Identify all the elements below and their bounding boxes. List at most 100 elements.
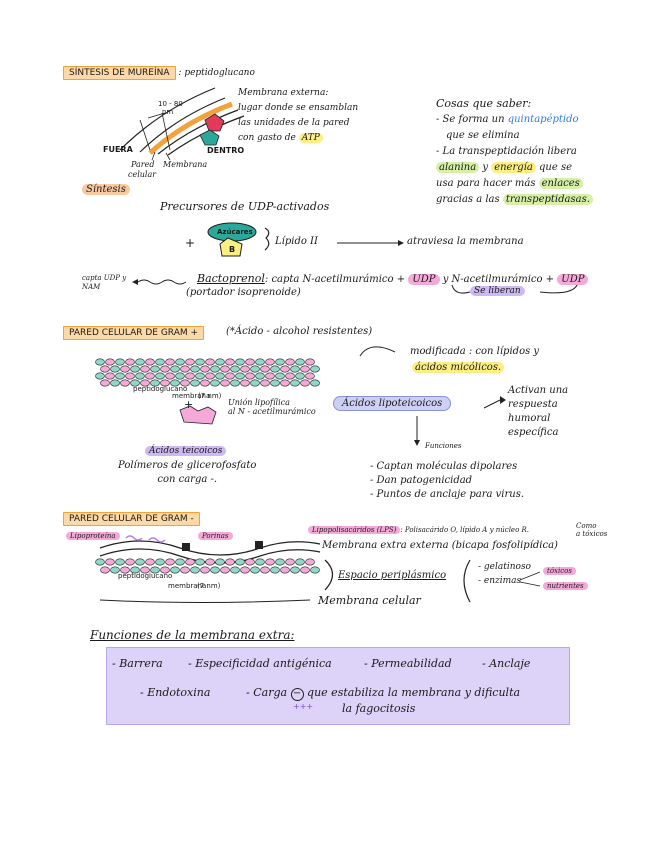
celular-label: celular — [128, 170, 157, 179]
acido-alcohol-label: (*Ácido - alcohol resistentes) — [226, 326, 373, 337]
bead-mark — [220, 566, 230, 574]
acidos-micolicos-label: ácidos micólicos. — [412, 362, 505, 373]
bead-mark — [120, 566, 130, 574]
bead-mark — [220, 365, 230, 373]
dentro-label: DENTRO — [207, 146, 245, 155]
bead-mark — [205, 358, 215, 366]
func-anclaje: - Anclaje — [482, 657, 531, 670]
bead-mark — [205, 372, 215, 380]
fuera-label: FUERA — [103, 145, 133, 154]
bead-mark — [235, 358, 245, 366]
enzimas-label: - enzimas — [478, 576, 522, 586]
bead-mark — [155, 358, 165, 366]
gp-peptido-small: peptidoglucano — [133, 385, 188, 393]
teal-pentagon-icon — [199, 129, 220, 146]
bead-mark — [195, 358, 205, 366]
bead-mark — [280, 379, 290, 387]
bead-mark — [200, 379, 210, 387]
bead-mark — [175, 372, 185, 380]
toxicos-label: tóxicos — [543, 567, 576, 575]
bead-mark — [210, 379, 220, 387]
bead-mark — [135, 358, 145, 366]
bead-mark — [140, 379, 150, 387]
bead-mark — [105, 558, 115, 566]
bead-mark — [125, 372, 135, 380]
bead-mark — [270, 379, 280, 387]
bead-mark — [250, 365, 260, 373]
gram-pos-heading: PARED CELULAR DE GRAM + — [63, 326, 205, 340]
func-endotoxina: - Endotoxina — [140, 686, 211, 699]
plus-sign: + — [185, 236, 196, 250]
bead-mark — [300, 365, 310, 373]
bead-mark — [235, 558, 245, 566]
funcion-item: - Puntos de anclaje para virus. — [370, 489, 525, 500]
bead-mark — [255, 358, 265, 366]
bead-mark — [95, 558, 105, 566]
bead-mark — [245, 372, 255, 380]
bead-mark — [245, 358, 255, 366]
bead-mark — [125, 558, 135, 566]
bead-mark — [225, 358, 235, 366]
funcion-item: - Captan moléculas dipolares — [370, 461, 518, 472]
bead-mark — [115, 372, 125, 380]
funciones-list: - Captan moléculas dipolares - Dan patog… — [370, 460, 524, 502]
gn-membrana-small: membrana — [168, 582, 207, 590]
bead-mark — [170, 379, 180, 387]
bead-mark — [150, 365, 160, 373]
funciones-small: Funciones — [425, 442, 462, 450]
espacio-label: Espacio periplásmico — [338, 570, 447, 581]
bead-mark — [155, 558, 165, 566]
bead-mark — [220, 379, 230, 387]
se-liberan-label: Se liberan — [470, 286, 525, 296]
cosas-title: Cosas que saber: — [436, 97, 532, 110]
bead-mark — [215, 558, 225, 566]
bead-mark — [140, 365, 150, 373]
bead-mark — [145, 558, 155, 566]
bead-mark — [160, 566, 170, 574]
bead-mark — [290, 365, 300, 373]
portador-label: (portador isoprenoide) — [186, 287, 301, 298]
porinas-label: Porinas — [198, 532, 233, 540]
func-especificidad: - Especificidad antigénica — [188, 657, 332, 670]
murein-heading: SÍNTESIS DE MUREÍNA — [63, 66, 176, 80]
bead-mark — [115, 558, 125, 566]
bead-mark — [100, 379, 110, 387]
bead-mark — [145, 372, 155, 380]
bead-mark — [180, 566, 190, 574]
bead-mark — [180, 379, 190, 387]
unit-label: nm — [162, 108, 174, 116]
bead-mark — [290, 379, 300, 387]
lipoproteina-label: Lipoproteína — [66, 532, 120, 540]
b-label: B — [229, 245, 236, 254]
como-toxicos: Como a tóxicos — [576, 522, 608, 538]
teicoicos-label: Ácidos teicoicos — [145, 446, 227, 456]
modificada-label: modificada : con lípidos y — [410, 346, 540, 357]
bead-mark — [130, 566, 140, 574]
bead-mark — [110, 365, 120, 373]
bead-mark — [210, 365, 220, 373]
membrana-externa-label: Membrana extra externa (bicapa fosfolipí… — [322, 540, 558, 551]
bead-mark — [105, 358, 115, 366]
bead-mark — [135, 372, 145, 380]
bead-mark — [95, 358, 105, 366]
bead-mark — [215, 358, 225, 366]
sintesis-tag: Síntesis — [82, 184, 130, 195]
membrane-note: Membrana externa: lugar donde se ensambl… — [238, 88, 359, 143]
bead-mark — [230, 379, 240, 387]
bead-mark — [300, 566, 310, 574]
bead-mark — [270, 365, 280, 373]
bead-mark — [295, 558, 305, 566]
bead-mark — [165, 358, 175, 366]
bead-mark — [285, 558, 295, 566]
membrana-label: Membrana — [163, 160, 208, 169]
bead-mark — [185, 558, 195, 566]
bead-mark — [250, 379, 260, 387]
bead-mark — [240, 566, 250, 574]
plus-signs: +++ — [293, 702, 314, 711]
bead-mark — [305, 558, 315, 566]
range-label: 10 - 80 — [158, 100, 183, 108]
lps-row: Lipopolisacáridos (LPS): Polisacárido O,… — [308, 526, 529, 534]
bead-mark — [305, 358, 315, 366]
bead-mark — [225, 558, 235, 566]
